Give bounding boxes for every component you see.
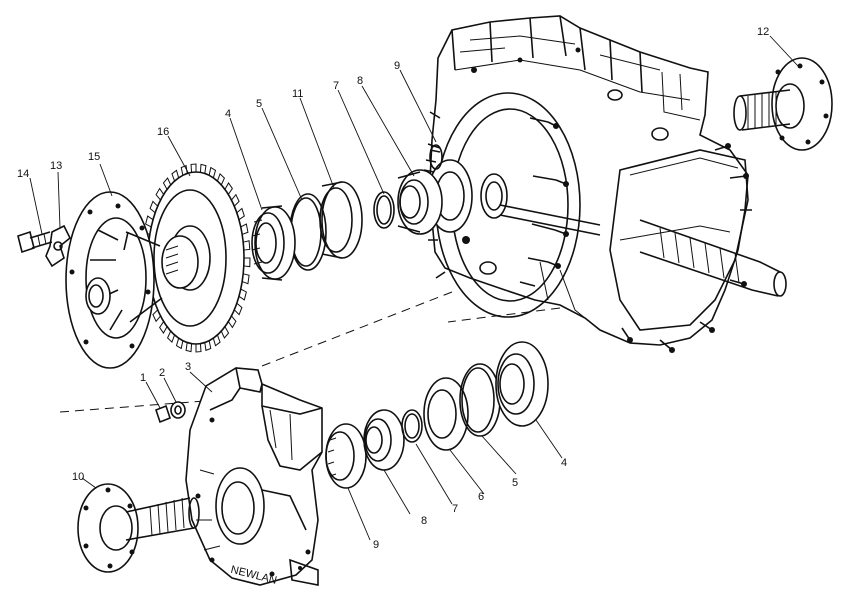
circlip-7-upper <box>373 191 395 229</box>
lock-tab-13 <box>45 224 72 268</box>
washer-2 <box>170 401 186 419</box>
callout-5-lower: 5 <box>512 477 518 489</box>
callout-9-lower: 9 <box>373 539 379 551</box>
callout-16: 16 <box>157 126 169 138</box>
crown-wheel-tooth <box>166 330 176 344</box>
crown-wheel-tooth <box>199 163 207 174</box>
centre-line-right <box>447 307 561 323</box>
crown-wheel-tooth <box>152 309 161 323</box>
callout-3: 3 <box>185 361 191 373</box>
gearbox-case <box>427 15 787 353</box>
crown-wheel-tooth <box>233 302 243 316</box>
crown-wheel-tooth <box>243 240 251 251</box>
centre-line-lower <box>59 399 219 413</box>
crown-wheel-tooth <box>149 200 159 214</box>
output-flange-12 <box>733 57 833 151</box>
crown-wheel-tooth <box>204 340 212 352</box>
plug-1 <box>155 404 171 424</box>
callout-12: 12 <box>757 26 769 38</box>
callout-15: 15 <box>88 151 100 163</box>
bearing-8-upper <box>397 169 443 235</box>
crown-wheel-tooth <box>185 342 193 353</box>
crown-wheel-tooth <box>238 288 247 301</box>
callout-4-lower: 4 <box>561 457 567 469</box>
crown-wheel-tooth <box>162 177 172 190</box>
crown-wheel-tooth <box>171 169 180 182</box>
output-flange-10 <box>77 483 200 573</box>
callout-5-upper: 5 <box>256 98 262 110</box>
spacer-6 <box>423 377 469 451</box>
crown-wheel-tooth <box>236 207 245 221</box>
callout-13: 13 <box>50 160 62 172</box>
bearing-9-lower <box>325 423 367 489</box>
bearing-8-lower <box>363 409 405 471</box>
callout-11: 11 <box>292 88 303 100</box>
crown-wheel-tooth <box>212 334 221 347</box>
callout-8-upper: 8 <box>357 75 363 87</box>
callout-10: 10 <box>72 471 84 483</box>
callout-9-upper: 9 <box>394 60 400 72</box>
crown-wheel-16 <box>141 163 251 353</box>
callout-2: 2 <box>159 367 165 379</box>
circlip-7-lower <box>401 409 423 443</box>
rear-housing-3: NEWLAN <box>185 367 323 587</box>
bolt-14 <box>17 230 53 254</box>
crown-wheel-tooth <box>220 326 230 339</box>
crown-wheel-tooth <box>159 321 168 334</box>
crown-wheel-tooth <box>175 338 184 350</box>
callout-8-lower: 8 <box>421 515 427 527</box>
callout-14: 14 <box>17 168 29 180</box>
shim-5-upper <box>289 193 327 271</box>
crown-wheel-tooth <box>241 273 250 285</box>
crown-wheel-tooth <box>216 172 226 186</box>
crown-wheel-tooth <box>155 187 165 201</box>
callout-7-lower: 7 <box>452 503 458 515</box>
crown-wheel-tooth <box>231 193 240 207</box>
crown-wheel-tooth <box>195 343 202 353</box>
crown-wheel-tooth <box>243 257 251 268</box>
diff-cover-15 <box>65 191 163 369</box>
callout-4-upper: 4 <box>225 108 231 120</box>
leader-lines <box>29 35 799 541</box>
crown-wheel-tooth <box>240 223 249 235</box>
seal-4-lower <box>495 341 549 427</box>
centre-line-diagonal <box>261 291 453 367</box>
crown-wheel-tooth <box>224 182 233 195</box>
callout-labels: 14 13 15 16 4 5 11 7 8 9 12 1 2 3 10 9 8… <box>17 26 769 551</box>
crown-wheel-tooth <box>227 315 237 329</box>
spacer-11 <box>319 181 363 259</box>
crown-wheel-tooth <box>190 163 197 173</box>
callout-7-upper: 7 <box>333 80 339 92</box>
crown-wheel-tooth <box>145 215 154 228</box>
bearing-4-upper <box>251 205 296 281</box>
callout-1: 1 <box>140 372 146 384</box>
callout-6: 6 <box>478 491 484 503</box>
crown-wheel-tooth <box>208 166 217 178</box>
